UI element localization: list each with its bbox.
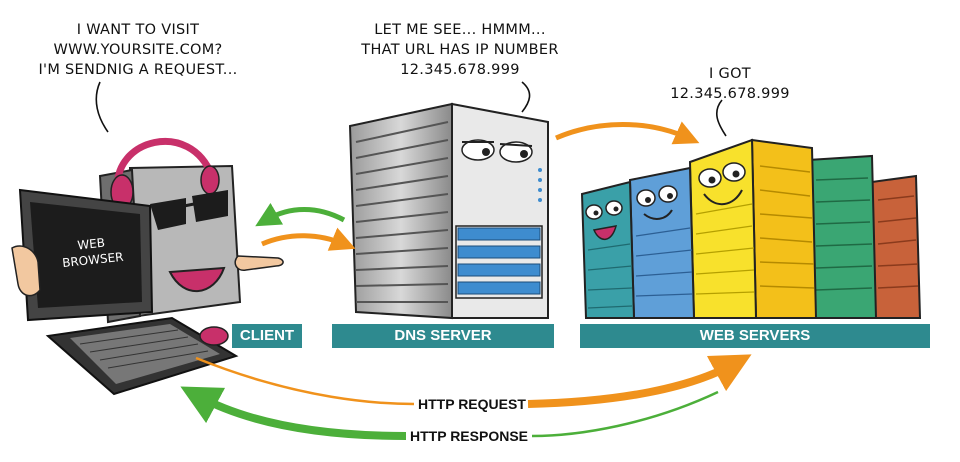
dns-server-label: DNS SERVER — [332, 324, 554, 348]
web-speech-line-1: I GOT — [709, 66, 751, 82]
web-speech-tail — [715, 99, 727, 137]
web-servers-illustration — [580, 138, 922, 319]
web-servers-label: WEB SERVERS — [580, 324, 930, 348]
pointing-hand-icon — [234, 255, 284, 271]
client-label: CLIENT — [232, 324, 302, 348]
client-speech-line-1: I WANT TO VISIT — [76, 22, 200, 38]
dns-speech-line-1: LET ME SEE... HMMM... — [374, 22, 546, 38]
web-speech-bubble: I GOT 12.345.678.999 — [660, 64, 800, 104]
web-speech-line-2: 12.345.678.999 — [670, 86, 790, 102]
dns-speech-line-3: 12.345.678.999 — [400, 62, 520, 78]
client-speech-bubble: I WANT TO VISIT WWW.YOURSITE.COM? I'M SE… — [38, 20, 238, 80]
http-response-label: HTTP RESPONSE — [410, 428, 528, 444]
dns-to-client-arrow — [255, 202, 346, 227]
dns-speech-line-2: THAT URL HAS IP NUMBER — [361, 42, 559, 58]
client-to-dns-arrow — [261, 227, 356, 251]
headphones-icon — [114, 137, 216, 191]
client-speech-line-2: WWW.YOURSITE.COM? — [53, 42, 223, 58]
client-speech-tail — [95, 81, 109, 133]
dns-server-illustration — [348, 102, 549, 320]
client-speech-line-3: I'M SENDNIG A REQUEST... — [38, 62, 238, 78]
http-request-arrow — [195, 356, 415, 406]
http-response-arrow — [531, 390, 719, 438]
http-request-label: HTTP REQUEST — [418, 396, 526, 412]
dns-to-web-arrow — [555, 121, 700, 145]
sunglasses-icon — [150, 198, 186, 230]
client-computer-illustration — [11, 137, 284, 396]
mouse-icon — [199, 326, 229, 346]
dns-speech-tail — [521, 81, 531, 113]
dns-speech-bubble: LET ME SEE... HMMM... THAT URL HAS IP NU… — [350, 20, 570, 80]
